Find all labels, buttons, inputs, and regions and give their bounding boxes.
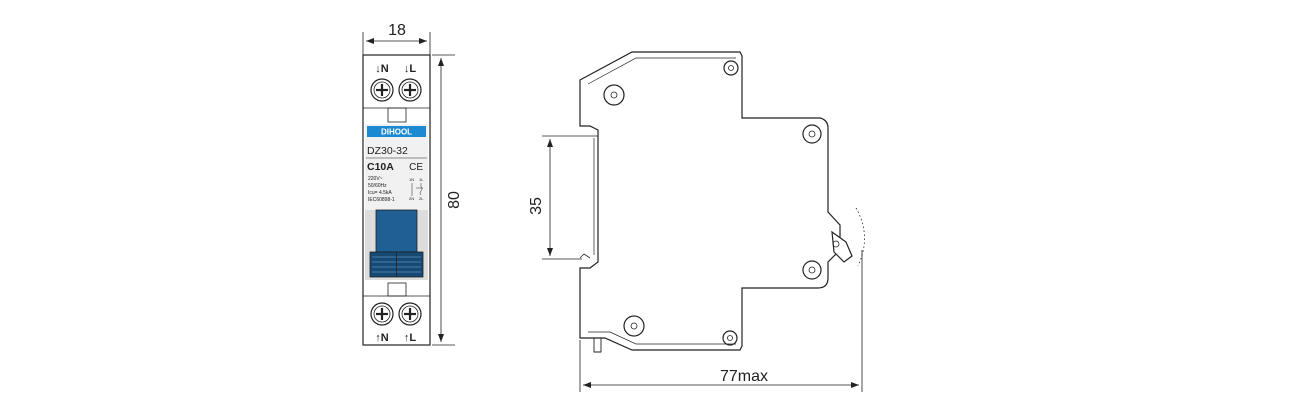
rail-dimension [542, 135, 598, 260]
rivet-icon [723, 60, 739, 76]
svg-text:2L: 2L [419, 196, 424, 201]
screw-icon [398, 78, 422, 102]
spec-voltage: 220V~ [368, 176, 383, 182]
height-dimension-label: 80 [446, 191, 463, 209]
rivet-icon [603, 84, 625, 106]
depth-dimension [579, 250, 863, 392]
handle-grip-lines [372, 252, 421, 277]
rivet-icon [623, 315, 645, 337]
side-view: 35 77max [528, 51, 865, 392]
spec-breaking-capacity: Icu= 4.5kA [368, 190, 392, 196]
svg-text:1N: 1N [409, 177, 414, 182]
screw-icon [398, 302, 422, 326]
ce-mark: CE [409, 162, 423, 173]
height-dimension [432, 54, 455, 346]
svg-text:1L: 1L [419, 177, 424, 182]
terminal-label-bottom-l: ↑L [404, 332, 417, 344]
rivet-icon [802, 124, 822, 144]
rivet-icon [722, 330, 738, 346]
terminal-label-top-n: ↓N [375, 63, 389, 75]
side-lever[interactable] [831, 230, 853, 263]
width-dimension [362, 32, 431, 55]
current-rating: C10A [367, 161, 394, 173]
depth-dimension-label: 77max [720, 368, 768, 385]
brand-bar [367, 126, 426, 137]
rivet-icon [802, 260, 822, 280]
width-dimension-label: 18 [388, 22, 406, 39]
side-profile-outline [579, 51, 841, 351]
rail-dimension-label: 35 [528, 197, 545, 215]
svg-text:2N: 2N [409, 196, 414, 201]
breaker-body [362, 54, 431, 346]
screw-icon [370, 302, 394, 326]
wiring-schematic: 1N 1L 2N 2L [409, 177, 424, 201]
label-panel [365, 124, 428, 210]
screw-icon [370, 78, 394, 102]
spec-frequency: 50/60Hz [368, 183, 387, 189]
model-number: DZ30-32 [367, 145, 408, 157]
brand-name: DIHOOL [381, 128, 412, 137]
toggle-handle[interactable] [375, 209, 418, 253]
front-view: 18 80 ↓N ↓L [362, 22, 463, 346]
lever-swing-arc [855, 207, 865, 267]
spec-standard: IEC60898-1 [368, 197, 395, 203]
terminal-label-top-l: ↓L [404, 63, 417, 75]
terminal-label-bottom-n: ↑N [375, 332, 389, 344]
